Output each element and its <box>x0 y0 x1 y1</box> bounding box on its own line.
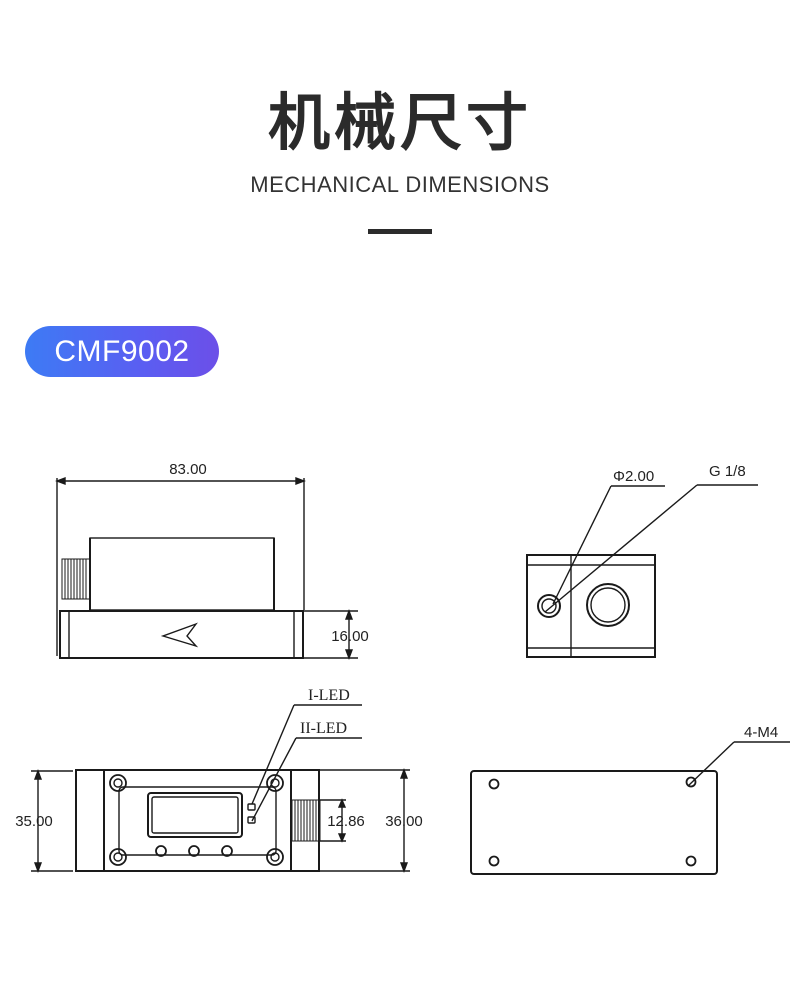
title-underline <box>368 229 432 234</box>
dim-port-size-label: 12.86 <box>327 813 365 830</box>
bottom-plate <box>470 770 718 875</box>
side-base <box>59 610 304 659</box>
led-1-label: I-LED <box>308 687 350 704</box>
side-upper-block <box>89 537 275 611</box>
page-title: 机械尺寸 <box>267 86 532 159</box>
front-view: 35.00 I-LED II-LED <box>15 687 423 873</box>
front-thread-fitting <box>291 799 321 842</box>
small-port-icon <box>537 594 561 618</box>
dim-width-body-label: 36.00 <box>385 813 423 830</box>
bottom-view: 4-M4 <box>470 724 790 875</box>
large-port-icon <box>586 583 630 627</box>
end-view: Φ2.00 G 1/8 <box>526 463 758 658</box>
mount-hole-icon <box>488 778 500 790</box>
dim-length-label: 83.00 <box>169 461 207 478</box>
front-buttons <box>155 845 233 857</box>
flow-arrow-icon <box>160 622 199 648</box>
led-2-icon <box>247 816 256 824</box>
model-badge: CMF9002 <box>25 326 219 377</box>
dim-height-label: 16.00 <box>331 628 369 645</box>
led-2-label: II-LED <box>300 720 347 737</box>
dim-hole-diameter-label: Φ2.00 <box>613 468 654 485</box>
front-screws <box>109 774 284 866</box>
dim-mount-holes-label: 4-M4 <box>744 724 778 741</box>
end-body <box>526 554 656 658</box>
lcd-display <box>147 792 243 838</box>
front-housing <box>103 769 292 872</box>
led-1-icon <box>247 803 256 811</box>
side-thread-fitting <box>61 558 91 600</box>
page-subtitle: MECHANICAL DIMENSIONS <box>250 172 550 197</box>
dim-width-front-label: 35.00 <box>15 813 53 830</box>
dim-thread-label: G 1/8 <box>709 463 746 480</box>
side-view: 83.00 16.00 <box>55 461 369 660</box>
